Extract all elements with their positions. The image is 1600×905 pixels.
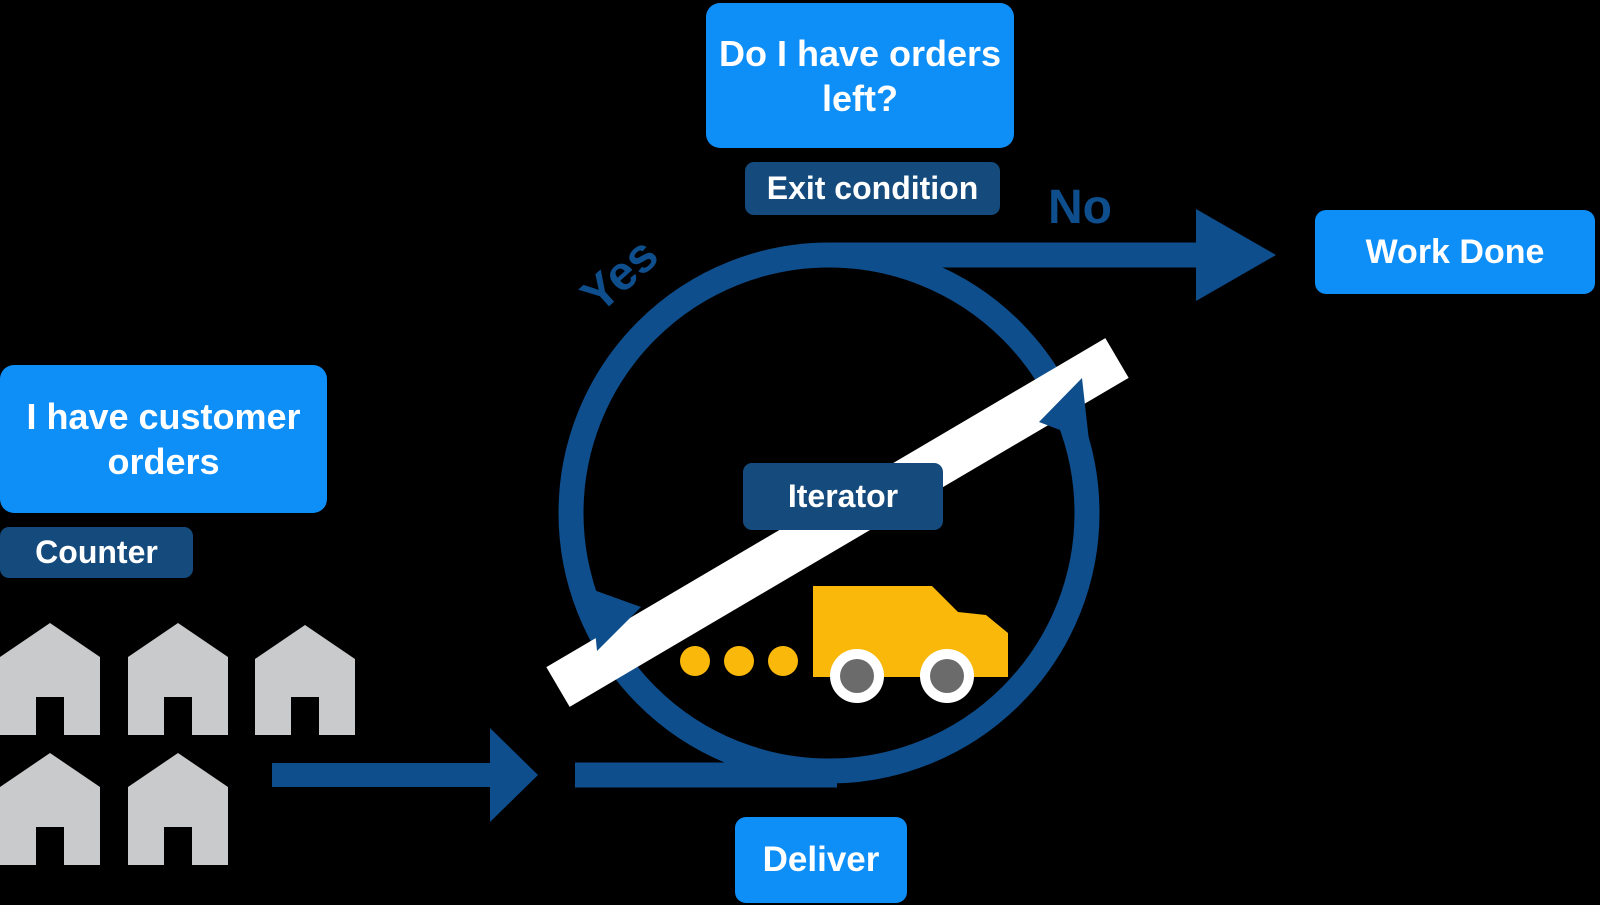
house-icon: [128, 623, 228, 735]
exit-condition-tag: Exit condition: [745, 162, 1000, 215]
counter-tag: Counter: [0, 527, 193, 578]
progress-dot: [724, 646, 754, 676]
work-done-label: Work Done: [1365, 232, 1545, 271]
exit-condition-label: Exit condition: [766, 170, 979, 206]
orders-arrow-shaft: [272, 763, 490, 787]
work-done-node: Work Done: [1315, 210, 1595, 294]
counter-label: Counter: [35, 534, 158, 570]
house-icon: [128, 753, 228, 865]
loop-entry-shaft: [575, 762, 837, 788]
no-edge-label: No: [1048, 181, 1112, 234]
delivery-truck-icon: [680, 586, 1008, 703]
deliver-node: Deliver: [735, 817, 907, 903]
question-node: Do I have orders left?: [706, 3, 1014, 148]
no-arrow-shaft: [829, 242, 1196, 268]
iterator-tag: Iterator: [743, 463, 943, 530]
orders-arrowhead-icon: [490, 728, 538, 822]
house-icon: [0, 623, 100, 735]
truck-wheel-hub: [930, 659, 964, 693]
truck-wheel-hub: [840, 659, 874, 693]
no-arrowhead-icon: [1196, 209, 1276, 301]
deliver-label: Deliver: [762, 840, 880, 879]
iterator-label: Iterator: [787, 478, 899, 514]
customer-orders-node: I have customer orders: [0, 365, 327, 513]
progress-dot: [680, 646, 710, 676]
customer-orders-label: I have customer orders: [26, 396, 301, 482]
house-icon: [0, 753, 100, 865]
progress-dot: [768, 646, 798, 676]
question-label: Do I have orders left?: [718, 32, 1002, 119]
yes-arrowhead-icon: [591, 589, 641, 651]
advance-arrowhead-icon: [1039, 378, 1089, 441]
houses-group: [0, 623, 355, 865]
house-icon: [255, 625, 355, 735]
